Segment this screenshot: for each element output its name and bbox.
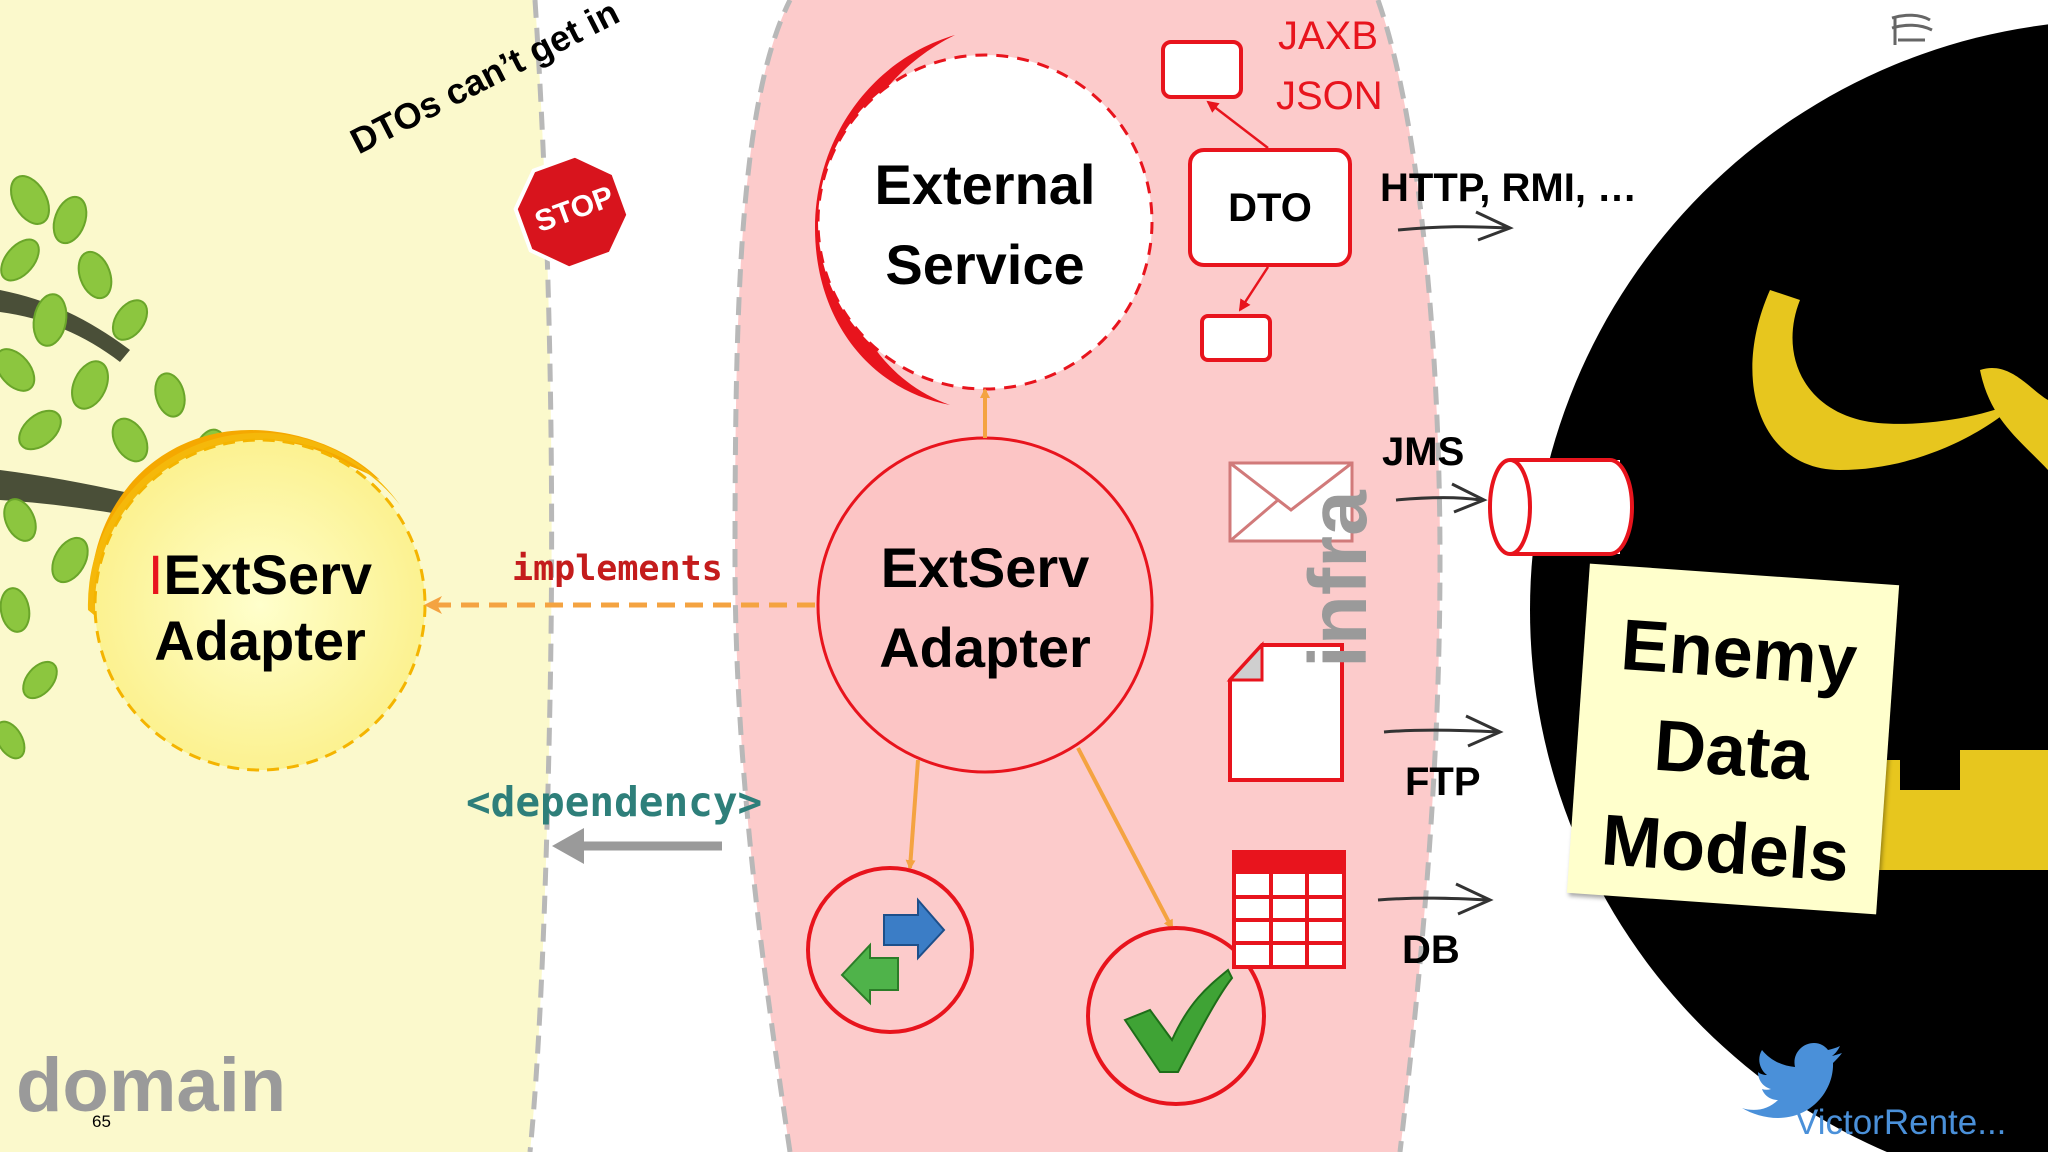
- infra-label: infra: [1293, 490, 1384, 668]
- extserv-adapter-label: ExtServ Adapter: [879, 536, 1091, 679]
- domain-label: domain: [16, 1043, 287, 1128]
- serialized-box-bottom: [1200, 314, 1272, 362]
- protocol-arrows: [1377, 210, 1514, 916]
- enemy-line-2: Data: [1651, 705, 1813, 797]
- stop-sign-icon: [513, 153, 631, 271]
- enemy-line-3: Models: [1598, 800, 1852, 898]
- twitter-bird-icon: [1742, 1043, 1842, 1118]
- jms-label: JMS: [1382, 430, 1465, 474]
- envelope-icon: [1228, 461, 1354, 543]
- enemy-crescent-eye: [1752, 290, 2020, 470]
- infra-boundary: [732, 0, 1443, 1152]
- enemy-line-1: Enemy: [1618, 605, 1860, 702]
- interface-prefix: I: [147, 543, 164, 606]
- serialized-box-top: [1161, 40, 1243, 99]
- twitter-handle-label: VictorRente...: [1795, 1103, 2007, 1142]
- dto-label: DTO: [1228, 186, 1312, 230]
- queue-cylinder-icon: [1488, 458, 1634, 556]
- iextserv-adapter-label: IExtServ Adapter: [147, 543, 373, 672]
- mapper-arrows-icon: [840, 897, 946, 1006]
- mapper-circle: [806, 866, 974, 1034]
- json-label: JSON: [1276, 74, 1383, 118]
- implements-label: implements: [512, 549, 723, 589]
- adapter-to-mapper-arrow: [905, 759, 920, 870]
- validator-circle: [1086, 926, 1266, 1106]
- dto-to-bottom-arrow: [1238, 266, 1270, 312]
- jaxb-label: JAXB: [1278, 14, 1379, 58]
- dto-box: [1188, 148, 1352, 267]
- dto-to-top-arrow: [1206, 100, 1269, 149]
- table-grid-icon: [1232, 850, 1346, 969]
- dependency-label: <dependency>: [466, 778, 763, 826]
- db-label: DB: [1402, 928, 1460, 972]
- enemy-teeth: [1860, 750, 2048, 870]
- checkmark-icon: [1123, 968, 1234, 1073]
- enemy-data-models-note: Enemy Data Models: [1566, 563, 1900, 915]
- adapter-to-validator-arrow: [1076, 747, 1174, 930]
- corner-logo-icon: [1891, 13, 1933, 45]
- slide-number: 65: [92, 1112, 111, 1131]
- http-rmi-label: HTTP, RMI, …: [1380, 166, 1638, 210]
- external-service-label: External Service: [874, 153, 1096, 296]
- ftp-label: FTP: [1405, 760, 1481, 804]
